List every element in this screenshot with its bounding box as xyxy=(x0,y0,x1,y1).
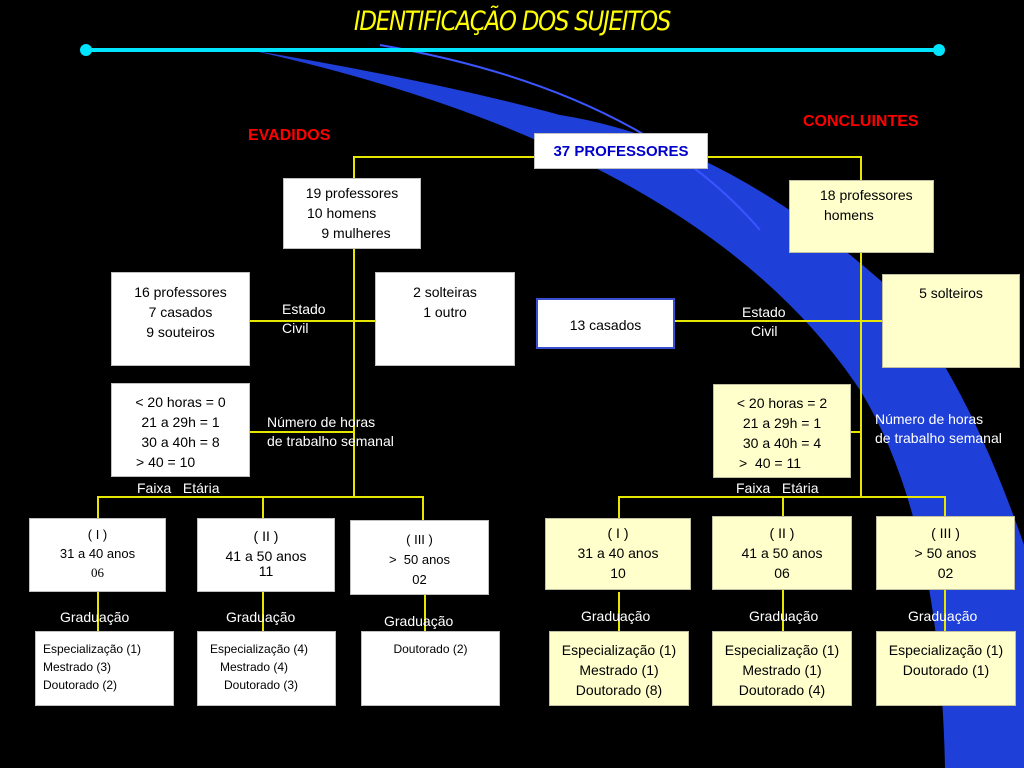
evadidos-estado-civil-label: Estado Civil xyxy=(282,301,326,336)
concluintes-degree-box-1: Especialização (1) Mestrado (1) Doutorad… xyxy=(549,631,689,706)
evadidos-degree-box-1: Especialização (1) Mestrado (3) Doutorad… xyxy=(35,631,174,706)
concluintes-label: CONCLUINTES xyxy=(803,113,919,130)
concluintes-civil-b-box: 5 solteiros xyxy=(882,274,1020,368)
evadidos-label: EVADIDOS xyxy=(248,127,331,144)
concluintes-horas-box: < 20 horas = 2 21 a 29h = 1 30 a 40h = 4… xyxy=(713,384,851,478)
concluintes-age-box-3: ( III ) > 50 anos 02 xyxy=(876,516,1015,590)
concluintes-estado-civil-label: Estado Civil xyxy=(742,304,786,339)
title-rule xyxy=(86,48,940,52)
concluintes-horas-label: Número de horas de trabalho semanal xyxy=(875,411,1002,446)
concluintes-age-box-2: ( II ) 41 a 50 anos 06 xyxy=(712,516,852,590)
evadidos-grad-label-1: Graduação xyxy=(60,609,130,625)
evadidos-grad-label-2: Graduação xyxy=(226,609,296,625)
rule-endpoint-right xyxy=(933,44,945,56)
evadidos-group-box: 19 professores 10 homens 9 mulheres xyxy=(283,178,421,249)
root-box: 37 PROFESSORES xyxy=(534,133,708,169)
concluintes-grad-label-1: Graduação xyxy=(581,608,651,624)
concluintes-group-box: 18 professores homens xyxy=(789,180,934,253)
concluintes-faixa-label: Faixa Etária xyxy=(736,480,819,496)
evadidos-age-box-1: ( I ) 31 a 40 anos 06 xyxy=(29,518,166,592)
concluintes-degree-box-2: Especialização (1) Mestrado (1) Doutorad… xyxy=(712,631,852,706)
evadidos-civil-b-box: 2 solteiras 1 outro xyxy=(375,272,515,366)
evadidos-horas-box: < 20 horas = 0 21 a 29h = 1 30 a 40h = 8… xyxy=(111,383,250,477)
concluintes-grad-label-2: Graduação xyxy=(749,608,819,624)
evadidos-degree-box-3: Doutorado (2) xyxy=(361,631,500,706)
rule-endpoint-left xyxy=(80,44,92,56)
evadidos-grad-label-3: Graduação xyxy=(384,613,454,629)
evadidos-civil-a-box: 16 professores 7 casados 9 souteiros xyxy=(111,272,250,366)
evadidos-age-box-3: ( III ) > 50 anos 02 xyxy=(350,520,489,595)
concluintes-degree-box-3: Especialização (1) Doutorado (1) xyxy=(876,631,1016,706)
concluintes-grad-label-3: Graduação xyxy=(908,608,978,624)
evadidos-horas-label: Número de horas de trabalho semanal xyxy=(267,414,394,449)
root-text: 37 PROFESSORES xyxy=(553,143,689,160)
concluintes-civil-a-box: 13 casados xyxy=(536,298,675,349)
evadidos-faixa-label: Faixa Etária xyxy=(137,480,220,496)
page-title: IDENTIFICAÇÃO DOS SUJEITOS xyxy=(353,6,671,37)
evadidos-age-box-2: ( II ) 41 a 50 anos 11 xyxy=(197,518,335,592)
evadidos-degree-box-2: Especialização (4) Mestrado (4) Doutorad… xyxy=(197,631,336,706)
concluintes-age-box-1: ( I ) 31 a 40 anos 10 xyxy=(545,518,691,590)
